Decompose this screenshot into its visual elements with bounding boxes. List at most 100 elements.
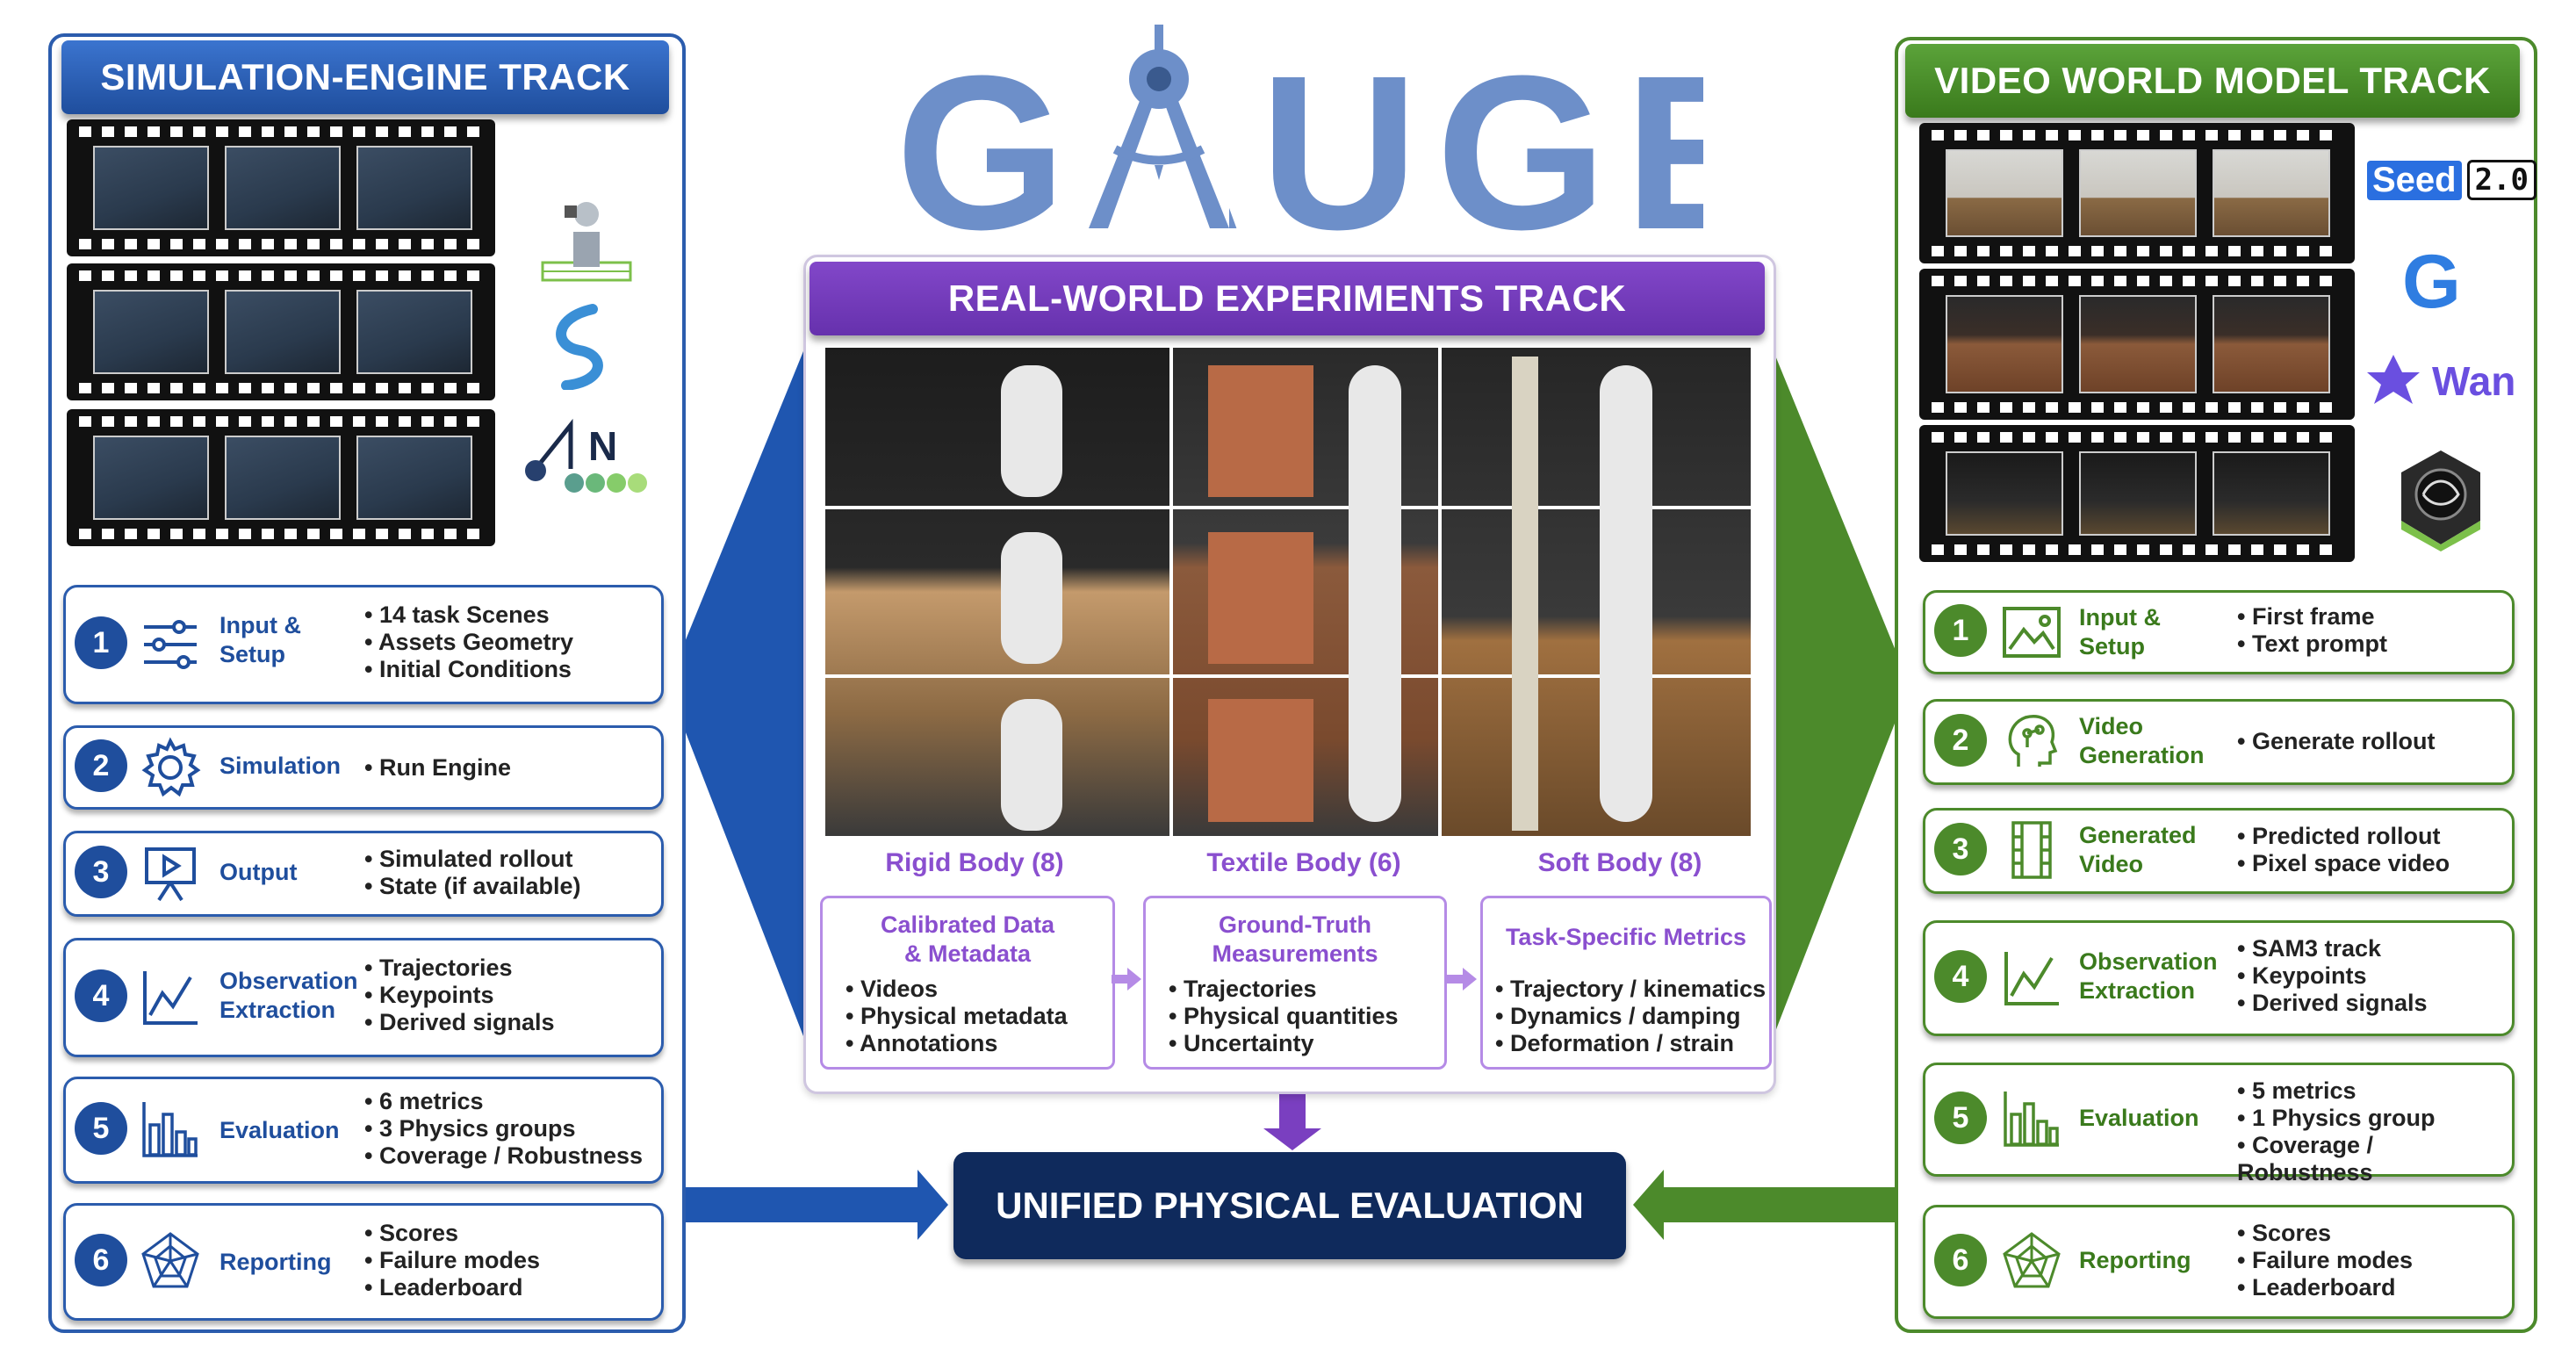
step-number: 5	[1934, 1092, 1987, 1144]
video-step-3[interactable]: 3 Generated Video Predicted rolloutPixel…	[1923, 808, 2515, 894]
step-number: 4	[75, 969, 127, 1022]
step-label: Input & Setup	[2079, 604, 2161, 659]
bar-chart-icon	[2004, 1092, 2059, 1147]
step-bullets: 6 metrics3 Physics groupsCoverage / Robu…	[364, 1088, 643, 1170]
n-letter: N	[588, 423, 617, 469]
card-bullets: TrajectoriesPhysical quantitiesUncertain…	[1169, 976, 1399, 1057]
step-number: 6	[75, 1234, 127, 1286]
step-bullets: 5 metrics1 Physics groupCoverage / Robus…	[2237, 1077, 2512, 1186]
step-bullets: ScoresFailure modesLeaderboard	[2237, 1220, 2413, 1301]
step-number: 2	[75, 739, 127, 792]
step-number: 5	[75, 1102, 127, 1155]
video-film-strip-2	[1919, 269, 2355, 420]
step-bullets: Generate rollout	[2237, 728, 2436, 755]
step-number: 2	[1934, 714, 1987, 767]
sim-step-3[interactable]: 3 Output Simulated rolloutState (if avai…	[63, 831, 664, 917]
wan-star-icon	[2367, 355, 2420, 404]
step-bullets: 14 task ScenesAssets GeometryInitial Con…	[364, 602, 573, 683]
wan-logo: Wan	[2364, 351, 2515, 411]
step-label: Evaluation	[219, 1117, 340, 1143]
step-label: Video Generation	[2079, 713, 2205, 768]
ground-truth-card: Ground-Truth Measurements TrajectoriesPh…	[1143, 896, 1447, 1070]
seed-logo-text: Seed	[2367, 160, 2462, 200]
card-bullets: VideosPhysical metadataAnnotations	[845, 976, 1068, 1057]
sim-step-1[interactable]: 1 Input & Setup 14 task ScenesAssets Geo…	[63, 585, 664, 704]
purple-down-arrow	[1263, 1093, 1321, 1150]
step-bullets: First frameText prompt	[2237, 603, 2387, 658]
radar-chart-icon	[2003, 1232, 2061, 1288]
card-title: Task-Specific Metrics	[1505, 924, 1747, 950]
step-number: 6	[1934, 1234, 1987, 1286]
sim-track-title: SIMULATION-ENGINE TRACK	[61, 40, 669, 114]
compass-icon	[1089, 18, 1229, 237]
step-number: 1	[1934, 604, 1987, 657]
task-metrics-card: Task-Specific Metrics Trajectory / kinem…	[1480, 896, 1772, 1070]
step-label: Observation Extraction	[219, 968, 358, 1023]
step-bullets: SAM3 trackKeypointsDerived signals	[2237, 935, 2428, 1017]
step-label: Evaluation	[2079, 1105, 2199, 1131]
blue-to-unified-arrow	[680, 1170, 948, 1240]
sim-film-strip-2	[67, 263, 495, 400]
sliders-icon	[144, 620, 197, 669]
real-track-title: REAL-WORLD EXPERIMENTS TRACK	[809, 262, 1765, 335]
rigid-body-photo	[825, 348, 1169, 836]
step-bullets: ScoresFailure modesLeaderboard	[364, 1220, 540, 1301]
wan-logo-text: Wan	[2432, 358, 2516, 404]
category-rigid: Rigid Body (8)	[885, 848, 1064, 877]
video-step-1[interactable]: 1 Input & Setup First frameText prompt	[1923, 590, 2515, 674]
step-label: Reporting	[219, 1249, 332, 1275]
card-title: Calibrated Data & Metadata	[880, 911, 1055, 967]
sim-step-2[interactable]: 2 Simulation Run Engine	[63, 725, 664, 810]
card-arrow-2	[1447, 968, 1477, 991]
film-icon	[2011, 821, 2052, 879]
step-number: 1	[75, 616, 127, 669]
category-soft: Soft Body (8)	[1537, 848, 1702, 877]
video-track-title: VIDEO WORLD MODEL TRACK	[1905, 44, 2520, 118]
swirl-engine-logo	[556, 304, 603, 390]
step-label: Observation Extraction	[2079, 948, 2218, 1004]
card-arrow-1	[1112, 968, 1141, 991]
video-film-strip-1	[1919, 123, 2355, 263]
seed-logo: Seed 2.0	[2367, 158, 2537, 202]
robot-arm-engine-logo	[541, 202, 632, 282]
step-bullets: Simulated rolloutState (if available)	[364, 846, 581, 900]
video-step-6[interactable]: 6 Reporting ScoresFailure modesLeaderboa…	[1923, 1205, 2515, 1319]
bar-chart-icon	[142, 1102, 198, 1157]
n-engine-logo: N	[525, 418, 647, 493]
soft-body-photo	[1442, 348, 1751, 836]
image-icon	[2003, 607, 2061, 658]
card-title: Ground-Truth Measurements	[1212, 911, 1378, 967]
video-film-strip-3	[1919, 425, 2355, 562]
step-label: Generated Video	[2079, 822, 2197, 877]
category-textile: Textile Body (6)	[1206, 848, 1401, 877]
sim-step-6[interactable]: 6 Reporting ScoresFailure modesLeaderboa…	[63, 1203, 664, 1321]
gauge-logo: GAUGE	[896, 30, 1703, 255]
line-graph-icon	[2004, 952, 2059, 1005]
step-number: 3	[75, 846, 127, 898]
gauge-logo-text: GAUGE	[896, 30, 1703, 255]
blue-left-chevron	[667, 351, 803, 1036]
play-screen-icon	[145, 847, 196, 902]
step-label: Simulation	[219, 753, 342, 779]
sim-step-4[interactable]: 4 Observation Extraction TrajectoriesKey…	[63, 938, 664, 1057]
step-label: Output	[219, 859, 298, 885]
green-right-chevron	[1774, 351, 1910, 1036]
video-step-4[interactable]: 4 Observation Extraction SAM3 trackKeypo…	[1923, 920, 2515, 1036]
seed-version: 2.0	[2466, 160, 2537, 200]
card-bullets: Trajectory / kinematicsDynamics / dampin…	[1495, 976, 1766, 1057]
sim-step-5[interactable]: 5 Evaluation 6 metrics3 Physics groupsCo…	[63, 1077, 664, 1184]
unified-evaluation-box[interactable]: UNIFIED PHYSICAL EVALUATION	[953, 1152, 1626, 1259]
video-step-2[interactable]: 2 Video Generation Generate rollout	[1923, 699, 2515, 785]
calibrated-data-card: Calibrated Data & Metadata VideosPhysica…	[820, 896, 1115, 1070]
step-bullets: TrajectoriesKeypointsDerived signals	[364, 955, 555, 1036]
sim-film-strip-3	[67, 409, 495, 546]
gear-icon	[141, 737, 201, 797]
video-step-5[interactable]: 5 Evaluation 5 metrics1 Physics groupCov…	[1923, 1063, 2515, 1185]
step-number: 3	[1934, 823, 1987, 875]
green-to-unified-arrow	[1633, 1170, 1896, 1240]
step-bullets: Predicted rolloutPixel space video	[2237, 823, 2450, 877]
step-label: Reporting	[2079, 1247, 2191, 1273]
step-label: Input & Setup	[219, 612, 301, 667]
radar-chart-icon	[141, 1232, 199, 1288]
